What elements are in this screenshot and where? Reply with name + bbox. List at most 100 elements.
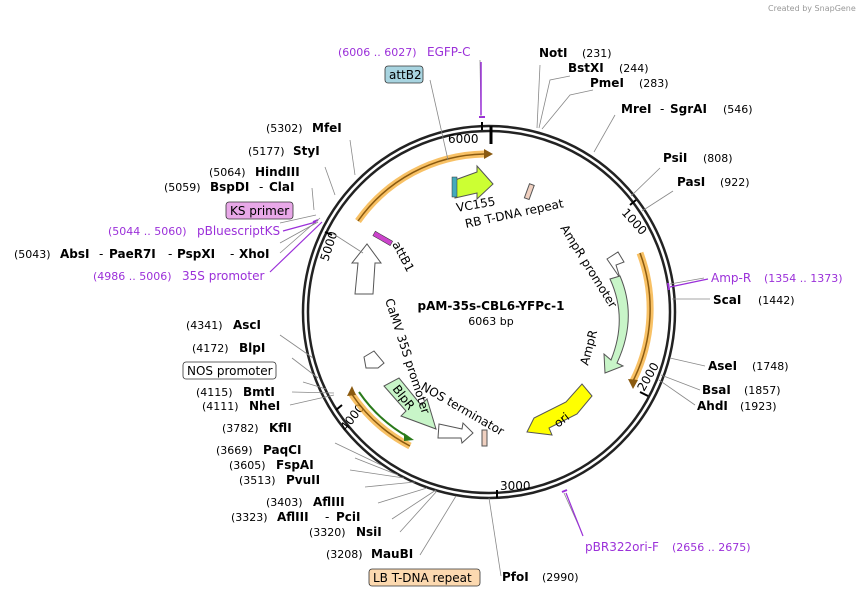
enzyme-paer7i: PaeR7I xyxy=(109,247,156,261)
feature-arc-4000-line xyxy=(350,392,411,447)
dash-pspxi: - xyxy=(230,247,234,261)
enzyme-pfoi: PfoI xyxy=(502,570,529,584)
primer-35s-line xyxy=(269,221,323,273)
lb-repeat-label: LB T-DNA repeat xyxy=(373,571,472,585)
ampr-promoter-arrow xyxy=(606,251,625,279)
enzyme-nhei: NheI xyxy=(249,399,280,413)
enzyme-paqci: PaqCI xyxy=(263,443,301,457)
enzyme-hindiii: HindIII xyxy=(255,165,300,179)
enzyme-pvuii-pos: (3513) xyxy=(239,474,276,487)
enzyme-kfli: KflI xyxy=(269,421,292,435)
enzyme-pasi-pos: (922) xyxy=(720,176,750,189)
attb1-label: attB1 xyxy=(389,239,417,274)
enzyme-absi-pos: (5043) xyxy=(14,248,51,261)
primer-egfp-name: EGFP-C xyxy=(427,45,470,59)
primer-pbr-range: (2656 .. 2675) xyxy=(672,541,751,554)
ampr-arrow xyxy=(603,275,629,374)
enzyme-maubi: MauBI xyxy=(371,547,413,561)
enzyme-noti: NotI xyxy=(539,46,568,60)
enzyme-pvuii: PvuII xyxy=(286,473,320,487)
backbone-inner xyxy=(306,129,672,495)
rb-repeat-mark xyxy=(523,183,535,201)
tick-label-3000: 3000 xyxy=(500,479,531,493)
enzyme-nhei-pos: (4111) xyxy=(202,400,239,413)
primer-35s-range: (4986 .. 5006) xyxy=(93,270,172,283)
enzyme-mrei-pos: (546) xyxy=(723,103,753,116)
feature-arc-6000-head xyxy=(484,149,493,159)
nos-promoter-label: NOS promoter xyxy=(187,364,273,378)
primer-pbr-line xyxy=(565,492,584,537)
enzyme-paqci-pos: (3669) xyxy=(216,444,253,457)
enzyme-maubi-pos: (3208) xyxy=(326,548,363,561)
ori-arrow xyxy=(526,383,593,436)
enzyme-pmei-pos: (283) xyxy=(639,77,669,90)
enzyme-xhoi: XhoI xyxy=(239,247,270,261)
enzyme-asei: AseI xyxy=(708,359,737,373)
attb2-label: attB2 xyxy=(389,68,422,82)
dash-paer7i: - xyxy=(168,247,172,261)
enzyme-psii-pos: (808) xyxy=(703,152,733,165)
dash-afliii: - xyxy=(325,510,329,524)
enzyme-mfei: MfeI xyxy=(312,121,342,135)
primer-ampr-line xyxy=(669,278,709,288)
enzyme-asci: AscI xyxy=(233,318,261,332)
enzyme-scai-pos: (1442) xyxy=(758,294,795,307)
enzyme-pspxi: PspXI xyxy=(177,247,215,261)
enzyme-clai: ClaI xyxy=(269,180,294,194)
pbr-primer-mark xyxy=(561,489,568,493)
enzyme-kfli-pos: (3782) xyxy=(222,422,259,435)
enzyme-hindiii-pos: (5064) xyxy=(209,166,246,179)
enzyme-afliii: AflIII xyxy=(313,495,345,509)
enzyme-bsai: BsaI xyxy=(702,383,731,397)
snapgene-branding: Created by SnapGene xyxy=(768,4,856,13)
primer-pbks-line xyxy=(282,221,317,232)
nos-promoter-box xyxy=(182,361,277,380)
enzyme-afliii-pos: (3403) xyxy=(266,496,303,509)
enzyme-fspai: FspAI xyxy=(276,458,314,472)
bar-green-arc xyxy=(358,391,409,438)
enzyme-bstxi-pos: (244) xyxy=(619,62,649,75)
enzyme-styi: StyI xyxy=(293,144,320,158)
primer-ampr-name: Amp-R xyxy=(711,271,751,285)
enzyme-bmti-pos: (4115) xyxy=(196,386,233,399)
tick-mark-1000 xyxy=(629,199,637,206)
lb-repeat-box xyxy=(368,568,481,587)
enzyme-mrei: MreI xyxy=(621,102,651,116)
ks-primer-box xyxy=(225,201,294,220)
vc155-label: VC155 xyxy=(455,194,496,215)
ampr-primer-mark xyxy=(667,282,670,291)
enzyme-ahdi: AhdI xyxy=(697,399,728,413)
enzyme-afliii-2-pos: (3323) xyxy=(231,511,268,524)
vc155-arrow xyxy=(454,164,494,201)
primer-pbr-name: pBR322ori-F xyxy=(585,540,659,554)
enzyme-pfoi-pos: (2990) xyxy=(542,571,579,584)
camv-35s-arrow xyxy=(350,243,382,295)
enzyme-blpi: BlpI xyxy=(239,341,265,355)
enzyme-pmei: PmeI xyxy=(590,76,624,90)
enzyme-psii: PsiI xyxy=(663,151,687,165)
enzyme-sgrai: SgrAI xyxy=(670,102,707,116)
vc155-tag xyxy=(451,176,458,198)
feature-arc-4000-head xyxy=(347,386,356,396)
enzyme-nsii-pos: (3320) xyxy=(309,526,346,539)
primer-egfp-range: (6006 .. 6027) xyxy=(338,46,417,59)
nos-terminator-arrow xyxy=(437,421,474,444)
enzyme-bspdi: BspDI xyxy=(210,180,249,194)
enzyme-ahdi-pos: (1923) xyxy=(740,400,777,413)
tick-mark-5000 xyxy=(324,231,333,236)
enzyme-blpi-pos: (4172) xyxy=(192,342,229,355)
enzyme-afliii-2: AflIII xyxy=(277,510,309,524)
enzyme-mfei-pos: (5302) xyxy=(266,122,303,135)
blpr-arrow xyxy=(383,377,437,430)
enzyme-bspdi-pos: (5059) xyxy=(164,181,201,194)
enzyme-bsai-pos: (1857) xyxy=(744,384,781,397)
enzyme-fspai-pos: (3605) xyxy=(229,459,266,472)
ampr-label: AmpR xyxy=(577,329,600,367)
attb2-box xyxy=(384,65,424,84)
ampr-ring-arc-line xyxy=(632,252,651,382)
primer-35s-name: 35S promoter xyxy=(182,269,264,283)
tick-mark-4000 xyxy=(335,404,343,411)
attb1-mark xyxy=(372,230,394,246)
dash-mrei: - xyxy=(660,102,664,116)
enzyme-pcii: PciI xyxy=(336,510,361,524)
